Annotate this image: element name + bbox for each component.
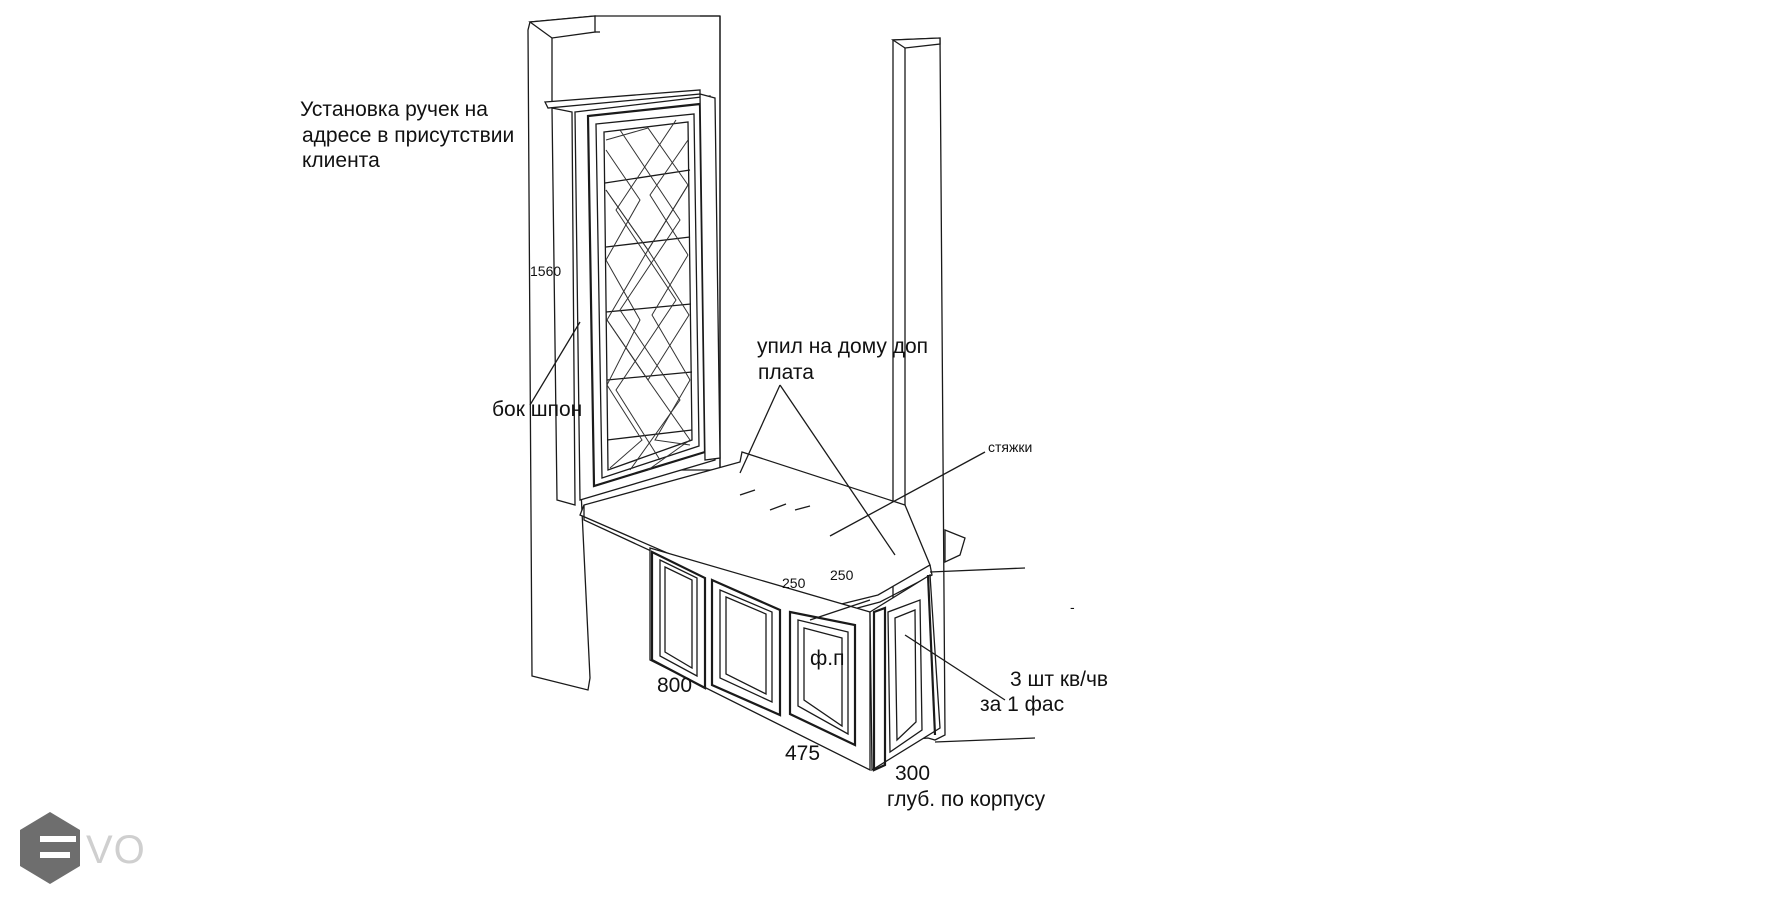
height-label: 1560 xyxy=(530,263,561,279)
base-cabinets xyxy=(649,547,941,772)
leader-lines xyxy=(529,321,1036,743)
hinges-note-line-2: за 1 фас xyxy=(980,693,1064,716)
handles-note-line-3: клиента xyxy=(302,149,380,172)
hinges-note-line-1: 3 шт кв/чв xyxy=(1010,668,1108,691)
side-veneer-label: бок шпон xyxy=(492,398,582,421)
dim-250-b: 250 xyxy=(830,567,854,583)
handles-note-line-1: Установка ручек на xyxy=(300,98,488,121)
logo-text: VO xyxy=(86,828,146,872)
dash-mark: - xyxy=(1070,599,1075,615)
trim-note-line-1: упил на дому доп xyxy=(757,335,928,358)
depth-note: глуб. по корпусу xyxy=(887,788,1046,811)
hexagon-icon xyxy=(20,812,80,884)
handles-note-line-2: адресе в присутствии xyxy=(302,124,514,147)
upper-cabinet xyxy=(543,89,721,506)
dim-475: 475 xyxy=(785,742,820,765)
ties-label: стяжки xyxy=(988,439,1032,455)
evo-logo: VO xyxy=(20,812,146,884)
dim-300: 300 xyxy=(895,762,930,785)
fp-label: ф.п xyxy=(810,647,844,670)
dim-800: 800 xyxy=(657,674,692,697)
trim-note-line-2: плата xyxy=(758,361,814,384)
dim-250-a: 250 xyxy=(782,575,806,591)
